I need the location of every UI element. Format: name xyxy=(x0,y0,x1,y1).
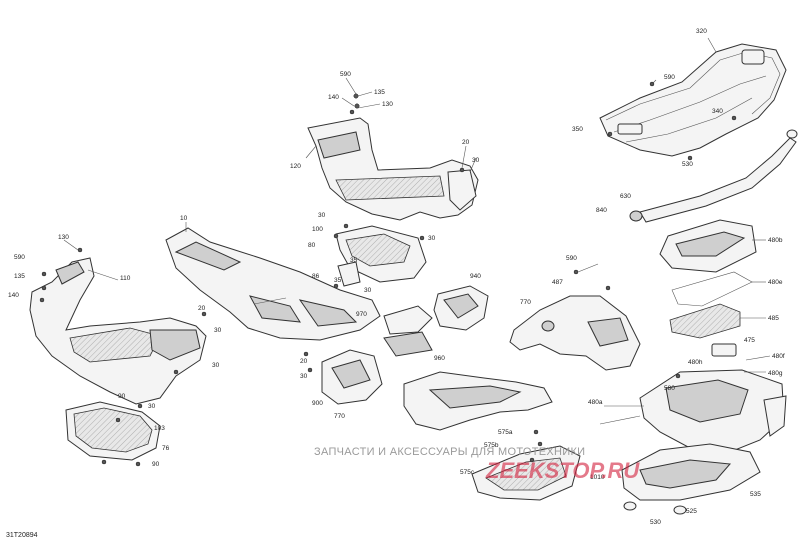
side-panel-part xyxy=(433,285,489,331)
callout-label: 30 xyxy=(148,403,156,410)
callout-label: 30 xyxy=(300,373,308,380)
callout-label: 320 xyxy=(696,28,707,35)
callout-label: 110 xyxy=(120,275,131,282)
storage-lid-part xyxy=(659,219,757,273)
rear-storage-box-part xyxy=(639,369,787,457)
callout-label: 90 xyxy=(118,393,126,400)
front-fender-part xyxy=(509,295,641,371)
callout-label: 340 xyxy=(712,108,723,115)
callout-label: 103 xyxy=(154,425,165,432)
callout-label: 20 xyxy=(462,139,470,146)
callout-label: 35 xyxy=(334,277,342,284)
front-grille-bumper-part xyxy=(621,443,761,515)
callout-label: 35 xyxy=(350,257,358,264)
callout-label: 30 xyxy=(428,235,436,242)
callout-label: 480b xyxy=(768,237,783,244)
callout-label: 530 xyxy=(650,519,661,526)
callout-label: 30 xyxy=(472,157,480,164)
rear-rack-part xyxy=(599,43,787,157)
callout-label: 525 xyxy=(686,508,697,515)
callout-labels: 590 135 140 130 120 20 30 30 100 80 10 3… xyxy=(8,28,785,526)
callout-label: 575b xyxy=(484,442,499,449)
callout-label: 575a xyxy=(498,429,513,436)
heat-shield-part xyxy=(383,305,433,357)
callout-label: 770 xyxy=(520,299,531,306)
callout-label: 350 xyxy=(572,126,583,133)
callout-label: 30 xyxy=(212,362,220,369)
callout-label: 130 xyxy=(58,234,69,241)
callout-label: 590 xyxy=(340,71,351,78)
callout-label: 30 xyxy=(214,327,222,334)
storage-seal-part xyxy=(671,271,753,307)
footwell-center-part xyxy=(305,117,479,221)
callout-label: 960 xyxy=(434,355,445,362)
callout-label: 480a xyxy=(588,399,603,406)
callout-label: 135 xyxy=(14,273,25,280)
footwell-left-part xyxy=(29,257,207,405)
callout-label: 80 xyxy=(308,242,316,249)
callout-label: 140 xyxy=(8,292,19,299)
callout-label: 76 xyxy=(162,445,170,452)
leader-lines xyxy=(63,37,771,425)
storage-liner-part xyxy=(669,303,741,339)
callout-label: 10 xyxy=(180,215,188,222)
figure-reference-code: 31T20894 xyxy=(6,532,38,539)
callout-label: 580 xyxy=(664,385,675,392)
callout-label: 900 xyxy=(312,400,323,407)
callout-label: 475 xyxy=(744,337,755,344)
center-bracket-part xyxy=(335,225,427,283)
storage-latch-part xyxy=(711,343,737,357)
callout-label: 1010 xyxy=(590,474,605,481)
callout-label: 770 xyxy=(334,413,345,420)
callout-label: 20 xyxy=(300,358,308,365)
callout-label: 140 xyxy=(328,94,339,101)
watermark-tagline: ЗАПЧАСТИ И АКСЕССУАРЫ ДЛЯ МОТОТЕХНИКИ xyxy=(314,446,585,458)
callout-label: 970 xyxy=(356,311,367,318)
callout-label: 487 xyxy=(552,279,563,286)
callout-label: 480e xyxy=(768,279,783,286)
callout-label: 130 xyxy=(382,101,393,108)
callout-label: 575c xyxy=(460,469,475,476)
front-bumper-lower-part xyxy=(471,445,581,501)
callout-label: 86 xyxy=(312,273,320,280)
callout-label: 30 xyxy=(318,212,326,219)
callout-label: 590 xyxy=(14,254,25,261)
callout-label: 480h xyxy=(688,359,703,366)
callout-label: 120 xyxy=(290,163,301,170)
callout-label: 485 xyxy=(768,315,779,322)
lower-panel-part xyxy=(321,349,383,405)
callout-label: 630 xyxy=(620,193,631,200)
callout-label: 940 xyxy=(470,273,481,280)
callout-label: 20 xyxy=(198,305,206,312)
watermark-logo-text: ZEEKSTOP.RU xyxy=(485,458,640,483)
callout-label: 480g xyxy=(768,370,783,377)
callout-label: 840 xyxy=(596,207,607,214)
rear-grab-bar-part xyxy=(629,129,798,223)
small-bracket-part xyxy=(337,261,361,287)
callout-label: 30 xyxy=(364,287,372,294)
callout-label: 100 xyxy=(312,226,323,233)
footrest-grille-part xyxy=(65,401,161,461)
callout-label: 135 xyxy=(374,89,385,96)
callout-label: 90 xyxy=(152,461,160,468)
callout-label: 535 xyxy=(750,491,761,498)
callout-label: 530 xyxy=(682,161,693,168)
front-shroud-part xyxy=(403,371,553,431)
callout-label: 480f xyxy=(772,353,785,360)
callout-label: 590 xyxy=(664,74,675,81)
callout-label: 590 xyxy=(566,255,577,262)
